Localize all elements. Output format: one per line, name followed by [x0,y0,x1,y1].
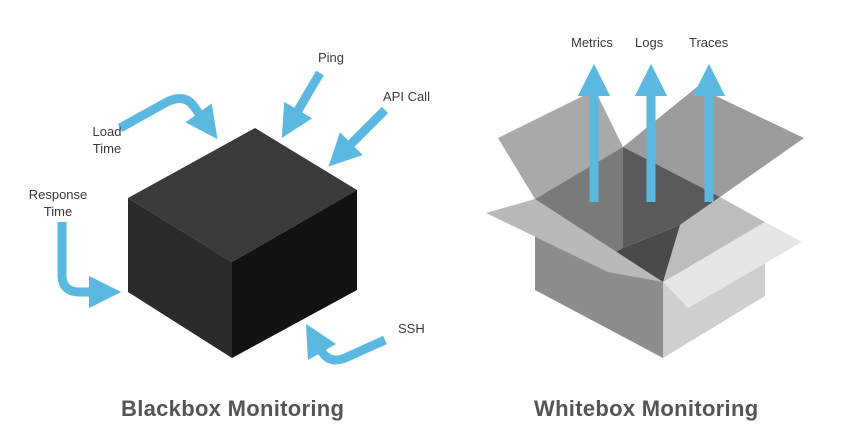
traces-label: Traces [689,35,729,50]
whitebox-arrows [577,63,726,202]
front-right-flap [663,222,802,308]
response-time-label: Response Time [28,187,88,219]
inner-back-left [535,147,623,272]
blackbox-cube [128,128,357,358]
blackbox-side-face [232,190,357,358]
response-time-arrow [57,222,122,309]
logs-label: Logs [635,35,664,50]
right-wall-rim [663,197,765,282]
whitebox-carton [486,87,804,358]
blackbox-arrows [57,70,389,365]
ssh-arrow [305,323,387,365]
blackbox-caption: Blackbox Monitoring [121,396,345,421]
metrics-label: Metrics [571,35,613,50]
front-left-flap [486,199,663,282]
load-time-label: Load Time [92,124,122,156]
load-time-arrow [117,94,218,140]
blackbox-top-face [128,128,357,262]
ssh-label: SSH [398,321,425,336]
api-call-arrow [328,106,389,167]
ping-arrow [281,70,324,138]
ping-label: Ping [318,50,345,65]
whitebox-caption: Whitebox Monitoring [534,396,759,421]
api-call-label: API Call [383,89,430,104]
blackbox-front-face [128,198,232,358]
